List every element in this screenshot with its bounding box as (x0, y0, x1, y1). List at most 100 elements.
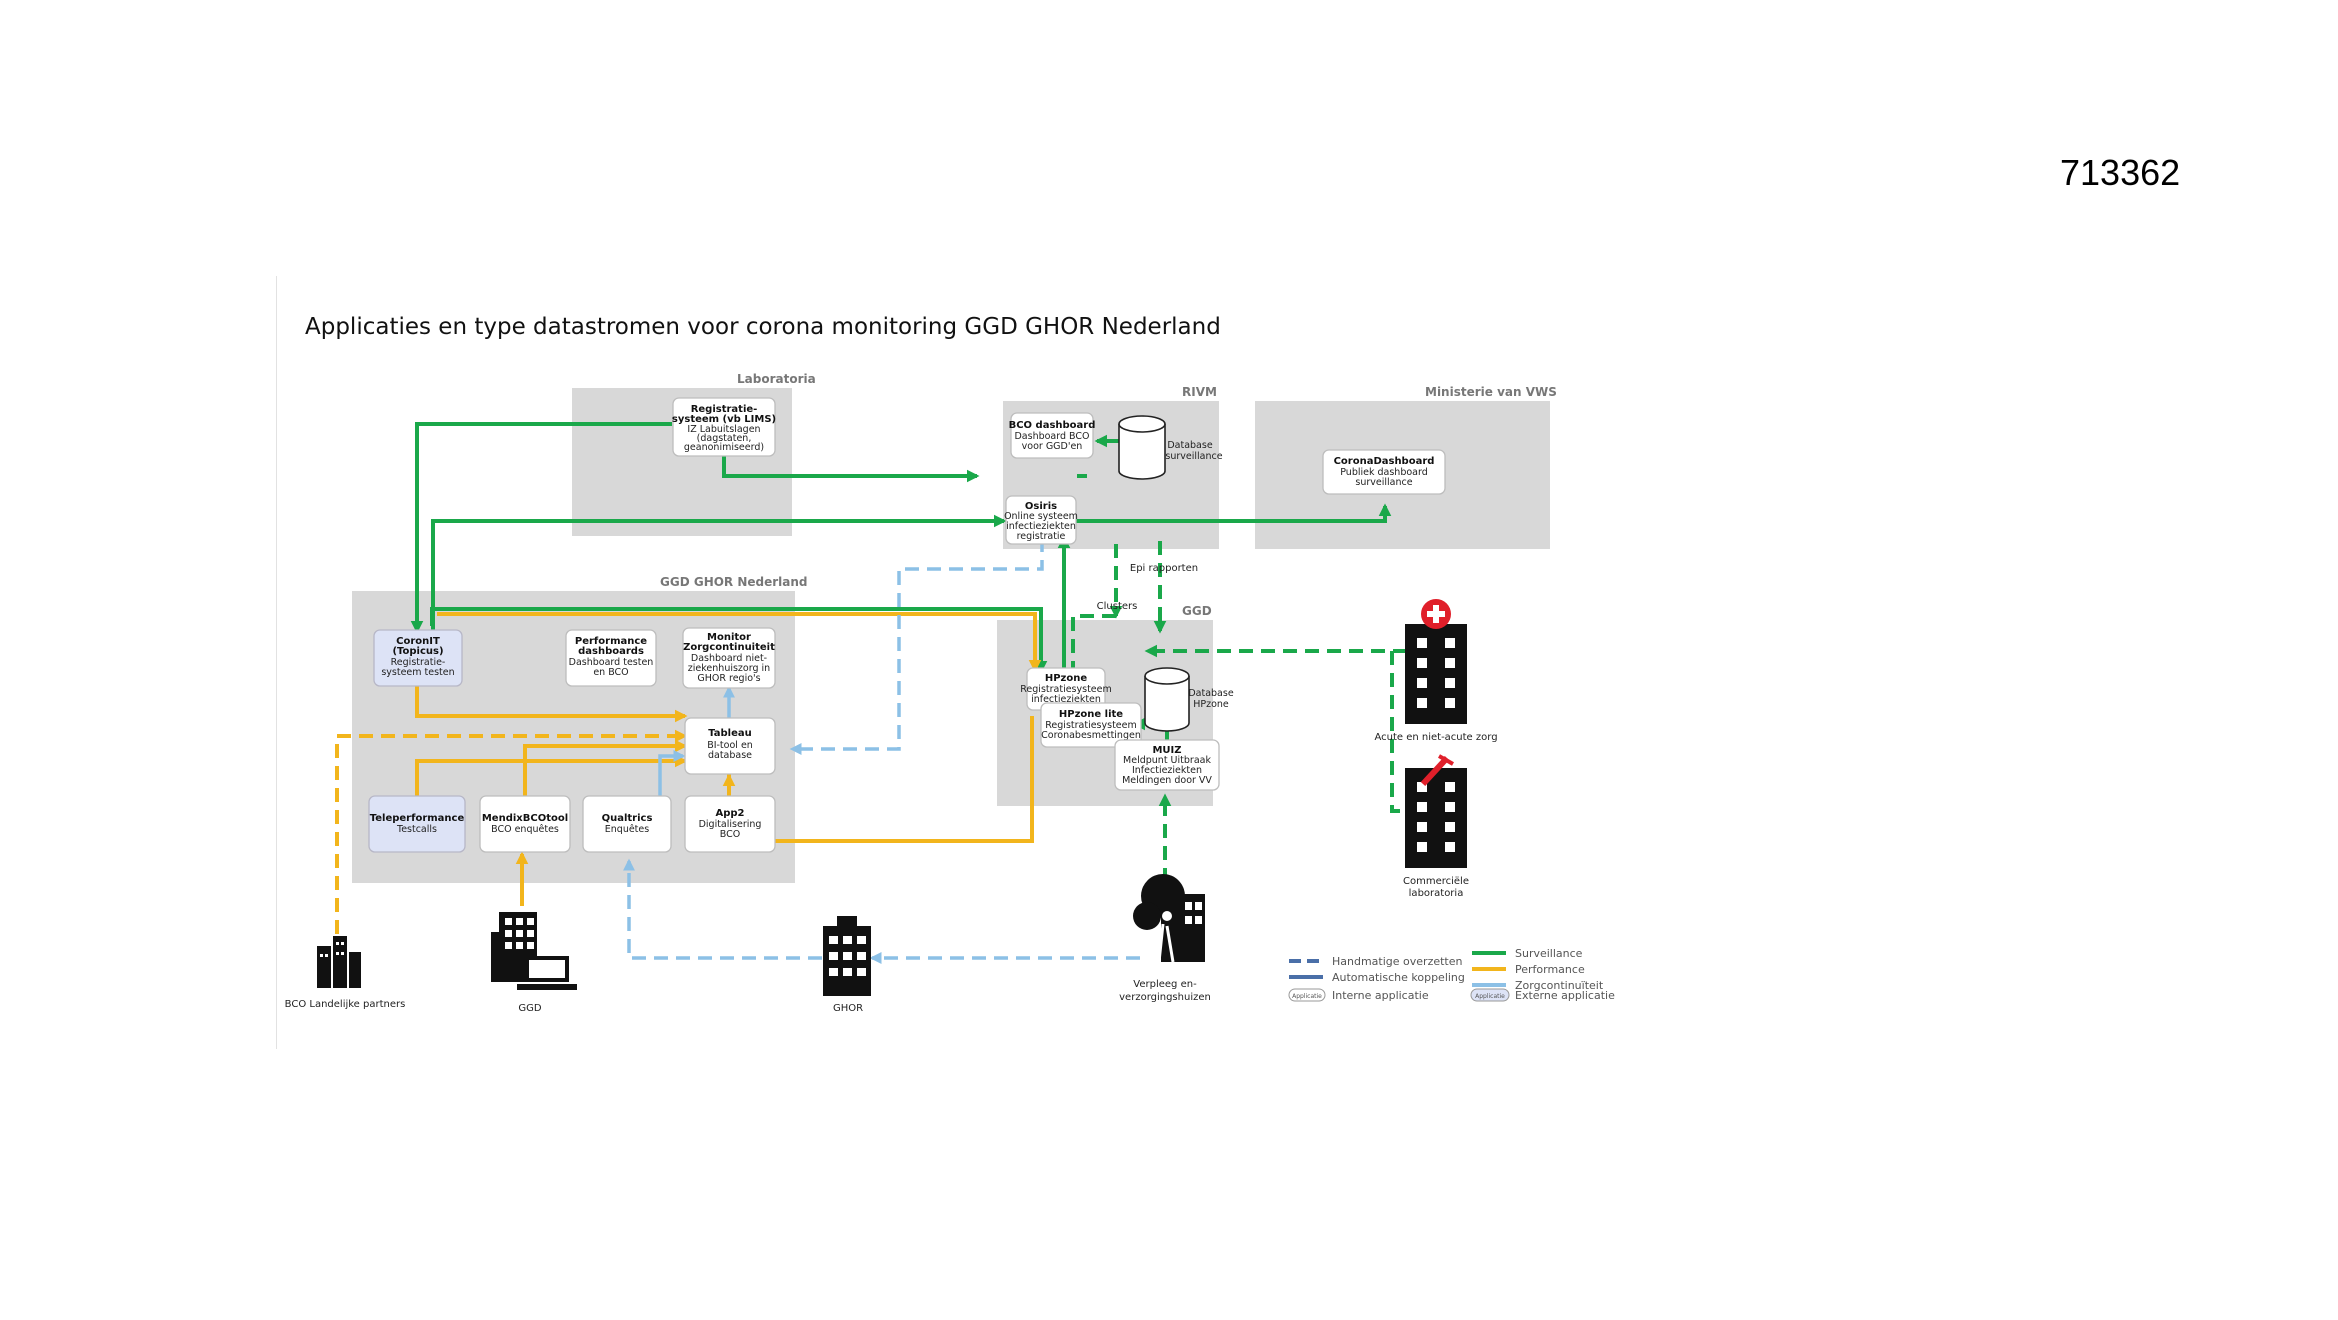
flow-muiz-hpzone-lite (1132, 717, 1169, 741)
svg-text:HPzone lite: HPzone lite (1059, 709, 1123, 720)
data-flow-diagram: Applicaties en type datastromen voor cor… (276, 276, 1652, 1049)
svg-text:surveillance: surveillance (1165, 451, 1222, 462)
legend-zorgcontinuiteit: Zorgcontinuïteit (1515, 979, 1604, 992)
svg-text:CoronIT: CoronIT (396, 636, 440, 647)
diagram-title: Applicaties en type datastromen voor cor… (305, 314, 1221, 340)
ghor-building-icon (823, 916, 871, 996)
svg-text:Infectieziekten: Infectieziekten (1132, 765, 1202, 776)
svg-text:registratie: registratie (1017, 531, 1066, 542)
laboratory-icon (1405, 754, 1467, 868)
app-osiris: Osiris Online systeem infectieziekten re… (1004, 495, 1078, 545)
svg-text:infectieziekten: infectieziekten (1031, 694, 1101, 705)
svg-text:systeem testen: systeem testen (381, 667, 454, 678)
svg-text:BI-tool en: BI-tool en (707, 740, 753, 751)
svg-text:geanonimiseerd): geanonimiseerd) (684, 442, 764, 453)
legend-externe: Externe applicatie (1515, 989, 1615, 1002)
svg-text:(dagstaten,: (dagstaten, (697, 433, 752, 444)
svg-text:Publiek dashboard: Publiek dashboard (1340, 467, 1428, 478)
svg-text:Database: Database (1188, 688, 1233, 699)
hospital-icon (1405, 599, 1467, 724)
actor-bco-partners-label: BCO Landelijke partners (285, 999, 406, 1010)
database-surveillance: Database surveillance (1118, 415, 1223, 480)
svg-text:database: database (708, 750, 752, 761)
app-qualtrics: Qualtrics Enquêtes (582, 795, 672, 853)
legend-internal-chip-label: Applicatie (1292, 993, 1322, 1000)
flow-mendix-tableau (523, 739, 688, 796)
svg-text:Registratiesysteem: Registratiesysteem (1020, 684, 1112, 695)
svg-text:Online systeem: Online systeem (1004, 511, 1078, 522)
label-clusters: Clusters (1097, 601, 1138, 612)
app-monitor-zorgcontinuiteit: Monitor Zorgcontinuiteit Dashboard niet-… (682, 627, 776, 689)
svg-text:BCO enquêtes: BCO enquêtes (491, 824, 559, 835)
svg-text:Osiris: Osiris (1025, 501, 1057, 512)
nursing-home-icon (1133, 874, 1205, 963)
app-hpzone: HPzone Registratiesysteem infectieziekte… (1020, 667, 1112, 711)
legend-surveillance: Surveillance (1515, 947, 1583, 960)
flow-bco-partners-tableau (335, 729, 688, 956)
label-epi-rapporten: Epi rapporten (1130, 563, 1198, 574)
flow-coronit-tableau (415, 676, 688, 723)
svg-text:ziekenhuiszorg in: ziekenhuiszorg in (688, 663, 770, 674)
flow-teleperformance-tableau (415, 754, 688, 796)
svg-text:Registratiesysteem: Registratiesysteem (1045, 720, 1137, 731)
svg-text:Zorgcontinuiteit: Zorgcontinuiteit (683, 642, 775, 653)
flow-clusters (1071, 614, 1116, 668)
svg-text:Registratie-: Registratie- (391, 657, 446, 668)
office-computer-icon (491, 912, 577, 990)
legend-automatisch: Automatische koppeling (1332, 971, 1465, 984)
flow-hpzone-app2 (762, 716, 1034, 843)
svg-text:App2: App2 (715, 808, 744, 819)
region-ggd-ghor-label: GGD GHOR Nederland (660, 575, 808, 589)
svg-text:infectieziekten: infectieziekten (1006, 521, 1076, 532)
legend: Handmatige overzetten Automatische koppe… (1288, 947, 1615, 1002)
region-rivm-label: RIVM (1182, 385, 1217, 399)
svg-text:Dashboard BCO: Dashboard BCO (1014, 431, 1089, 442)
app-bco-dashboard: BCO dashboard Dashboard BCO voor GGD'en (1009, 412, 1096, 459)
actor-commerciele-labs-label-1: Commerciële (1403, 876, 1469, 887)
flow-qualtrics-tableau (658, 750, 686, 796)
app-registratiesysteem: Registratie- systeem (vb LIMS) IZ Labuit… (672, 397, 776, 457)
app-performance-dashboards: Performance dashboards Dashboard testen … (565, 629, 657, 687)
legend-internal-chip (1288, 988, 1326, 1002)
city-buildings-icon (317, 936, 361, 988)
flow-coronit-hpzone (430, 607, 1048, 674)
app-app2: App2 Digitalisering BCO (684, 795, 776, 853)
actor-ghor-label: GHOR (833, 1003, 863, 1014)
svg-text:Teleperformance: Teleperformance (370, 813, 465, 824)
app-mendixbcotool: MendixBCOtool BCO enquêtes (479, 795, 571, 853)
app-tableau: Tableau BI-tool en database (684, 717, 776, 775)
legend-interne: Interne applicatie (1332, 989, 1429, 1002)
svg-text:dashboards: dashboards (578, 646, 644, 657)
svg-text:HPzone: HPzone (1193, 699, 1229, 710)
region-ggd-label: GGD (1182, 604, 1212, 618)
region-laboratoria-label: Laboratoria (737, 372, 816, 386)
svg-text:Testcalls: Testcalls (396, 824, 437, 835)
actor-verpleeg-label-2: verzorgingshuizen (1119, 992, 1211, 1003)
document-number: 713362 (2060, 152, 2181, 193)
flow-registratie-rivm (722, 451, 980, 483)
svg-text:systeem (vb LIMS): systeem (vb LIMS) (672, 414, 776, 425)
legend-performance: Performance (1515, 963, 1585, 976)
app-teleperformance: Teleperformance Testcalls (368, 795, 466, 853)
svg-text:(Topicus): (Topicus) (392, 646, 443, 657)
svg-text:Performance: Performance (575, 636, 647, 647)
flow-coronit-osiris (431, 514, 1007, 631)
svg-text:Qualtrics: Qualtrics (602, 813, 653, 824)
region-vws-label: Ministerie van VWS (1425, 385, 1557, 399)
svg-text:Dashboard testen: Dashboard testen (569, 657, 654, 668)
actor-acute-zorg-label: Acute en niet-acute zorg (1374, 732, 1497, 743)
diagram-canvas: Laboratoria RIVM Ministerie van VWS GGD … (285, 372, 1615, 1014)
actor-verpleeg-label-1: Verpleeg en- (1133, 979, 1197, 990)
svg-text:CoronaDashboard: CoronaDashboard (1334, 456, 1435, 467)
svg-text:Coronabesmettingen: Coronabesmettingen (1041, 730, 1141, 741)
flow-registratie-coronit (410, 422, 672, 634)
svg-text:IZ Labuitslagen: IZ Labuitslagen (687, 424, 760, 435)
legend-external-chip-label: Applicatie (1475, 993, 1505, 1000)
svg-text:voor GGD'en: voor GGD'en (1022, 441, 1083, 452)
app-hpzone-lite: HPzone lite Registratiesysteem Coronabes… (1040, 702, 1142, 748)
svg-text:Meldpunt Uitbraak: Meldpunt Uitbraak (1123, 755, 1211, 766)
svg-text:BCO dashboard: BCO dashboard (1009, 420, 1096, 431)
app-coronit: CoronIT (Topicus) Registratie- systeem t… (373, 629, 463, 687)
svg-text:Meldingen door VV: Meldingen door VV (1122, 775, 1212, 786)
flow-coronit-hpzone-perf (437, 612, 1042, 673)
